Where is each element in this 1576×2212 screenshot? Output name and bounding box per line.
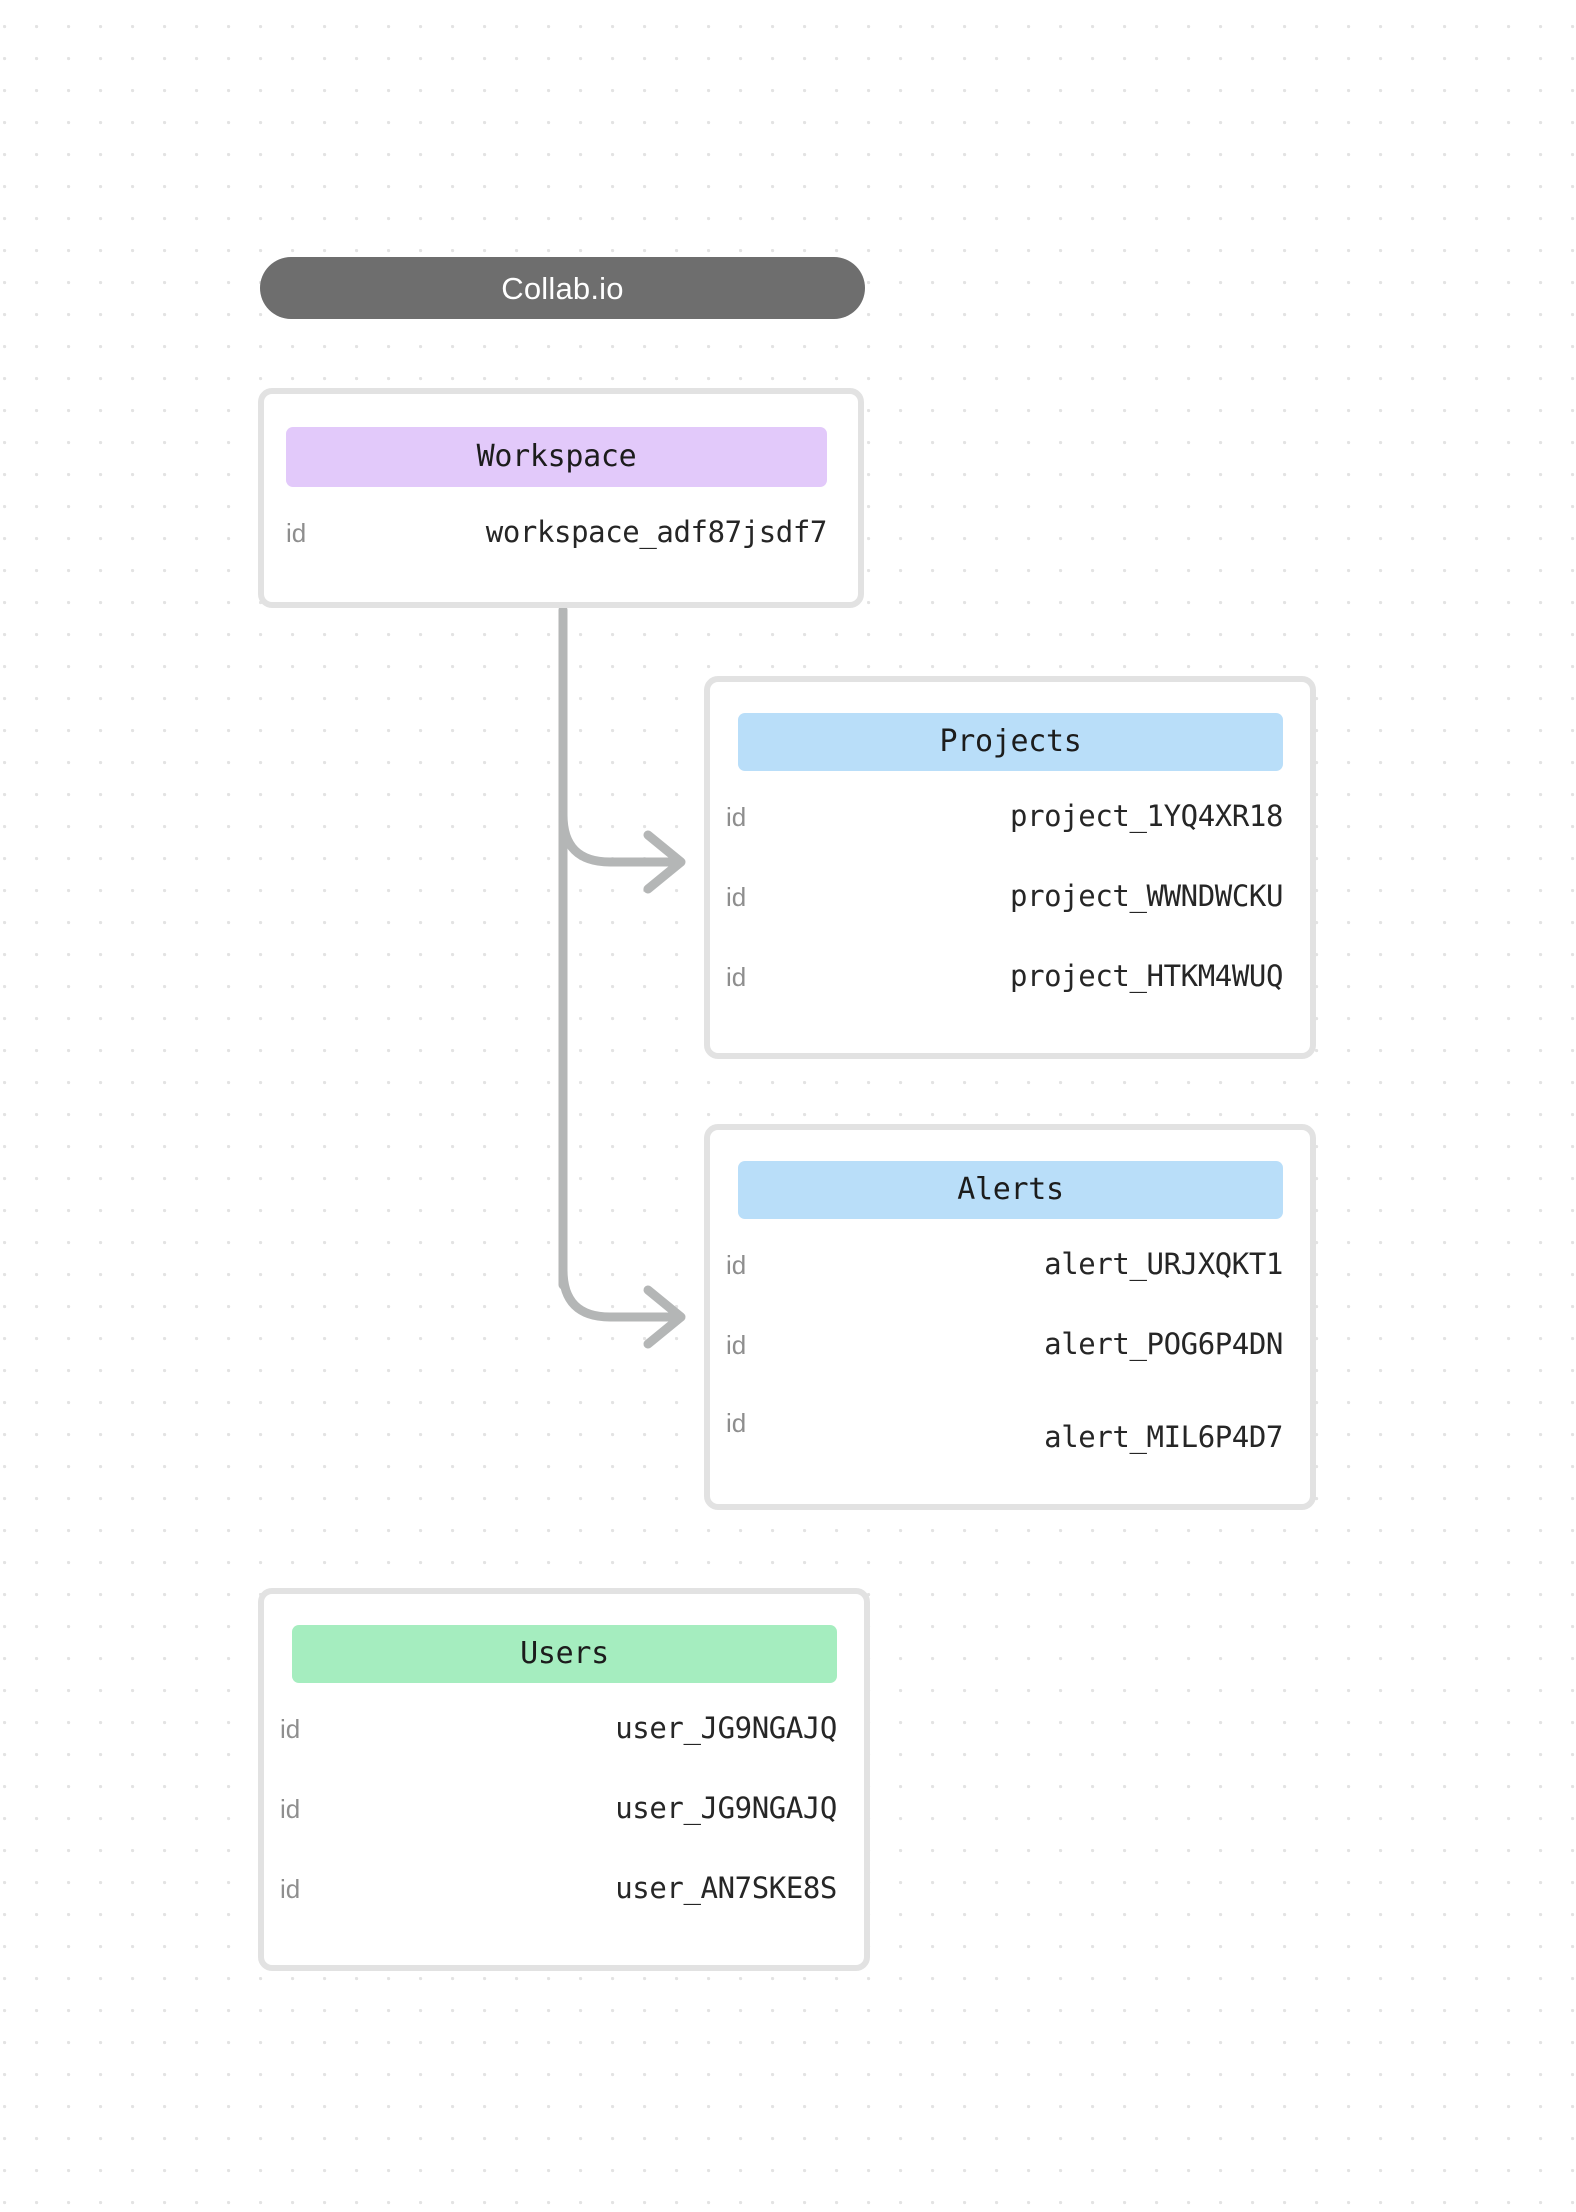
- entity-title-users: Users: [520, 1636, 609, 1671]
- row-key: id: [280, 1714, 301, 1744]
- entity-header-workspace: Workspace: [286, 427, 827, 487]
- row-key: id: [726, 882, 747, 912]
- table-row[interactable]: id alert_POG6P4DN: [726, 1330, 1283, 1364]
- entity-card-workspace[interactable]: Workspace id workspace_adf87jsdf7: [258, 388, 864, 608]
- row-value: project_1YQ4XR18: [1010, 799, 1283, 833]
- row-value: project_HTKM4WUQ: [1010, 959, 1283, 993]
- row-value: alert_POG6P4DN: [1044, 1327, 1283, 1361]
- row-key: id: [726, 1408, 747, 1438]
- table-row[interactable]: id user_JG9NGAJQ: [280, 1794, 837, 1828]
- table-row[interactable]: id alert_URJXQKT1: [726, 1250, 1283, 1284]
- row-key: id: [726, 1250, 747, 1280]
- connector-arrowhead-projects: [643, 830, 686, 894]
- table-row[interactable]: id project_1YQ4XR18: [726, 802, 1283, 836]
- table-row[interactable]: id project_WWNDWCKU: [726, 882, 1283, 916]
- entity-header-users: Users: [292, 1625, 837, 1683]
- table-row[interactable]: id user_JG9NGAJQ: [280, 1714, 837, 1748]
- table-row[interactable]: id user_AN7SKE8S: [280, 1874, 837, 1908]
- row-key: id: [726, 962, 747, 992]
- entity-card-alerts[interactable]: Alerts id alert_URJXQKT1 id alert_POG6P4…: [704, 1124, 1316, 1510]
- row-value: alert_URJXQKT1: [1044, 1247, 1283, 1281]
- connector-arrowhead-alerts: [643, 1285, 686, 1349]
- row-key: id: [286, 518, 307, 548]
- app-title-pill[interactable]: Collab.io: [260, 257, 865, 319]
- row-value: user_JG9NGAJQ: [615, 1711, 837, 1745]
- row-value: user_AN7SKE8S: [615, 1871, 837, 1905]
- connector-workspace-to-projects: [558, 810, 685, 867]
- entity-card-projects[interactable]: Projects id project_1YQ4XR18 id project_…: [704, 676, 1316, 1059]
- table-row[interactable]: id alert_MIL6P4D7: [726, 1408, 1283, 1452]
- row-key: id: [280, 1874, 301, 1904]
- row-key: id: [726, 1330, 747, 1360]
- table-row[interactable]: id project_HTKM4WUQ: [726, 962, 1283, 996]
- row-value: workspace_adf87jsdf7: [485, 515, 828, 549]
- row-key: id: [726, 802, 747, 832]
- entity-title-alerts: Alerts: [957, 1172, 1064, 1207]
- entity-card-users[interactable]: Users id user_JG9NGAJQ id user_JG9NGAJQ …: [258, 1588, 870, 1971]
- entity-title-workspace: Workspace: [476, 439, 637, 474]
- entity-header-alerts: Alerts: [738, 1161, 1283, 1219]
- entity-title-projects: Projects: [939, 724, 1082, 759]
- connector-workspace-to-alerts: [558, 1265, 685, 1322]
- row-key: id: [280, 1794, 301, 1824]
- row-value: user_JG9NGAJQ: [615, 1791, 837, 1825]
- entity-header-projects: Projects: [738, 713, 1283, 771]
- row-value: project_WWNDWCKU: [1010, 879, 1283, 913]
- table-row[interactable]: id workspace_adf87jsdf7: [286, 518, 827, 552]
- app-title-label: Collab.io: [501, 270, 624, 306]
- row-value: alert_MIL6P4D7: [1044, 1420, 1283, 1454]
